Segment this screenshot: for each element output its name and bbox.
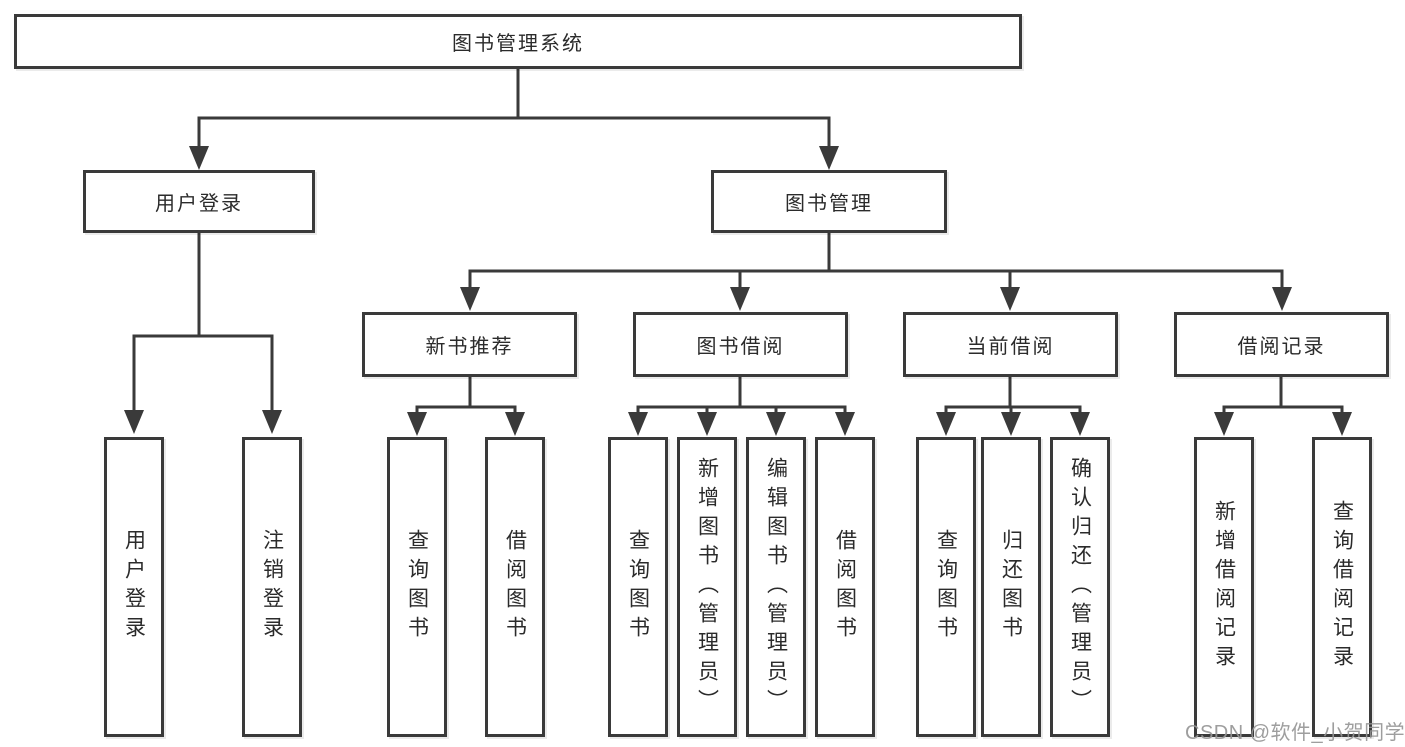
leaf-label: 注销登录 [260, 529, 284, 645]
leaf-label: 借阅图书 [503, 529, 527, 645]
arrowhead-borrow-records [1272, 287, 1292, 311]
node-label: 新书推荐 [425, 336, 514, 358]
node-label: 图书管理 [785, 193, 873, 215]
leaf-query-books-2: 查询图书 [608, 437, 668, 737]
node-label: 用户登录 [155, 193, 243, 215]
arrowhead-book-management [819, 146, 839, 170]
arrowhead-g5b [1332, 412, 1352, 436]
watermark-text: CSDN @软件_小贺同学 [1185, 722, 1405, 744]
node-user-login: 用户登录 [83, 170, 315, 233]
node-label: 当前借阅 [966, 336, 1055, 358]
leaf-add-borrow-record: 新增借阅记录 [1194, 437, 1254, 737]
arrowhead-g4c [1070, 412, 1090, 436]
arrowhead-g5a [1214, 412, 1234, 436]
leaf-label: 用户登录 [122, 529, 146, 645]
leaf-label: 查询图书 [405, 529, 429, 645]
node-label: 图书借阅 [696, 336, 785, 358]
leaf-label: 编辑图书（管理员） [764, 456, 788, 718]
node-label: 借阅记录 [1237, 336, 1326, 358]
leaf-borrow-books-1: 借阅图书 [485, 437, 545, 737]
arrowhead-current-borrow [1000, 287, 1020, 311]
node-book-management: 图书管理 [711, 170, 947, 233]
leaf-label: 查询图书 [626, 529, 650, 645]
arrowhead-leaf-logout [262, 410, 282, 434]
leaf-label: 新增图书（管理员） [695, 456, 719, 718]
leaf-add-books-admin: 新增图书（管理员） [677, 437, 737, 737]
node-book-borrow: 图书借阅 [633, 312, 848, 377]
leaf-label: 新增借阅记录 [1212, 500, 1236, 674]
arrowhead-g3b [697, 412, 717, 436]
leaf-query-books-1: 查询图书 [387, 437, 447, 737]
leaf-return-books: 归还图书 [981, 437, 1041, 737]
leaf-query-books-3: 查询图书 [916, 437, 976, 737]
leaf-label: 查询借阅记录 [1330, 500, 1354, 674]
leaf-confirm-return-admin: 确认归还（管理员） [1050, 437, 1110, 737]
leaf-query-borrow-record: 查询借阅记录 [1312, 437, 1372, 737]
leaf-label: 归还图书 [999, 529, 1023, 645]
leaf-borrow-books-2: 借阅图书 [815, 437, 875, 737]
arrowhead-g4a [936, 412, 956, 436]
node-new-book-recommend: 新书推荐 [362, 312, 577, 377]
leaf-edit-books-admin: 编辑图书（管理员） [746, 437, 806, 737]
arrowhead-user-login [189, 146, 209, 170]
node-borrow-records: 借阅记录 [1174, 312, 1389, 377]
node-current-borrow: 当前借阅 [903, 312, 1118, 377]
leaf-logout: 注销登录 [242, 437, 302, 737]
arrowhead-g3d [835, 412, 855, 436]
node-label: 图书管理系统 [452, 33, 584, 55]
arrowhead-g4b [1001, 412, 1021, 436]
arrowhead-leaf-user-login [124, 410, 144, 434]
leaf-label: 借阅图书 [833, 529, 857, 645]
leaf-label: 查询图书 [934, 529, 958, 645]
arrowhead-new-book [460, 287, 480, 311]
arrowhead-g2b [505, 412, 525, 436]
arrowhead-g2a [407, 412, 427, 436]
leaf-user-login: 用户登录 [104, 437, 164, 737]
node-library-management-system: 图书管理系统 [14, 14, 1022, 69]
leaf-label: 确认归还（管理员） [1068, 456, 1092, 718]
arrowhead-g3a [628, 412, 648, 436]
arrowhead-book-borrow [730, 287, 750, 311]
arrowhead-g3c [766, 412, 786, 436]
